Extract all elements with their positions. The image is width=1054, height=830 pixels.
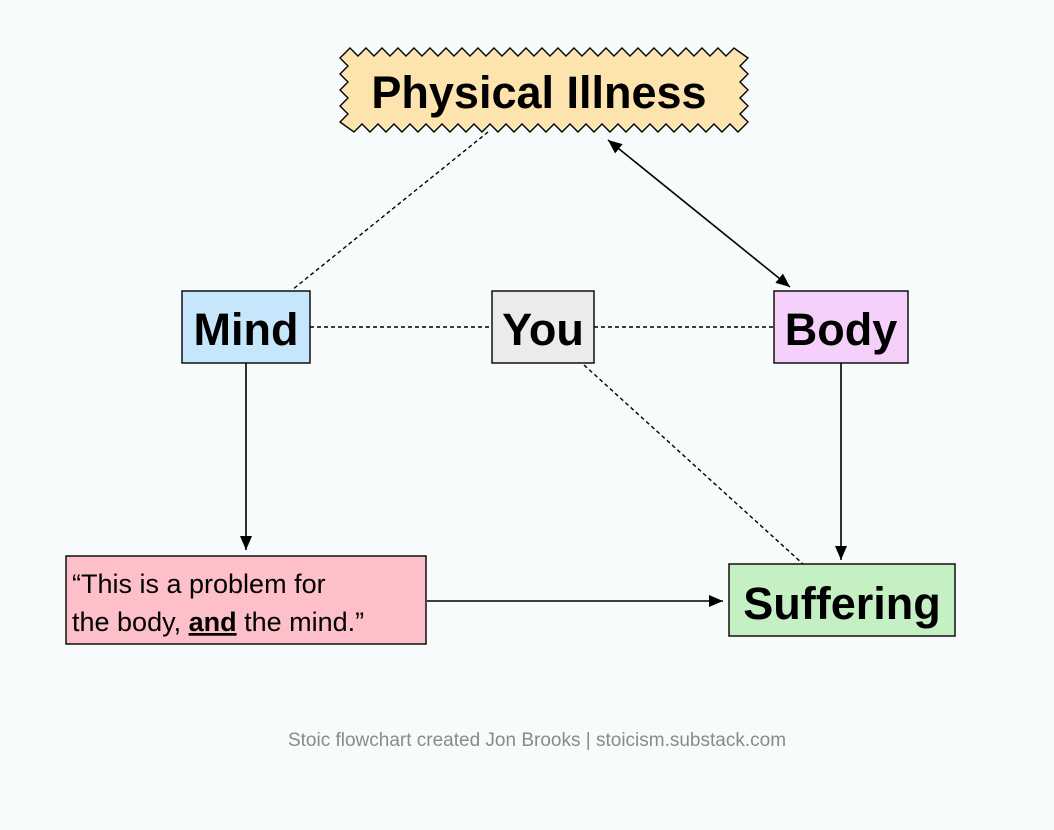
suffering-box <box>728 563 956 637</box>
edge-illness-mind <box>291 131 489 291</box>
node-mind: Mind <box>181 290 311 364</box>
quote-line-2: the body, and the mind.” <box>72 607 364 637</box>
connectors <box>240 131 847 607</box>
body-box <box>773 290 909 364</box>
suffering-label: Suffering <box>743 578 941 629</box>
footer-credit: Stoic flowchart created Jon Brooks | sto… <box>288 730 786 751</box>
quote-box <box>65 555 427 645</box>
edge-illness-body <box>607 139 791 288</box>
node-quote: “This is a problem for the body, and the… <box>65 555 427 645</box>
you-label: You <box>502 304 584 355</box>
physical-illness-label: Physical Illness <box>371 67 706 118</box>
you-box <box>491 290 595 364</box>
mind-box <box>181 290 311 364</box>
body-label: Body <box>785 304 898 355</box>
node-body: Body <box>773 290 909 364</box>
quote-line-2-end: the mind.” <box>237 607 365 637</box>
node-suffering: Suffering <box>728 563 956 637</box>
mind-label: Mind <box>194 304 299 355</box>
node-physical-illness: Physical Illness <box>338 47 750 133</box>
physical-illness-burst-shape <box>338 47 750 133</box>
quote-line-1: “This is a problem for <box>72 569 326 599</box>
edge-you-suffering <box>583 364 804 565</box>
node-you: You <box>491 290 595 364</box>
quote-emphasis: and <box>189 607 237 637</box>
quote-line-2-start: the body, <box>72 607 189 637</box>
